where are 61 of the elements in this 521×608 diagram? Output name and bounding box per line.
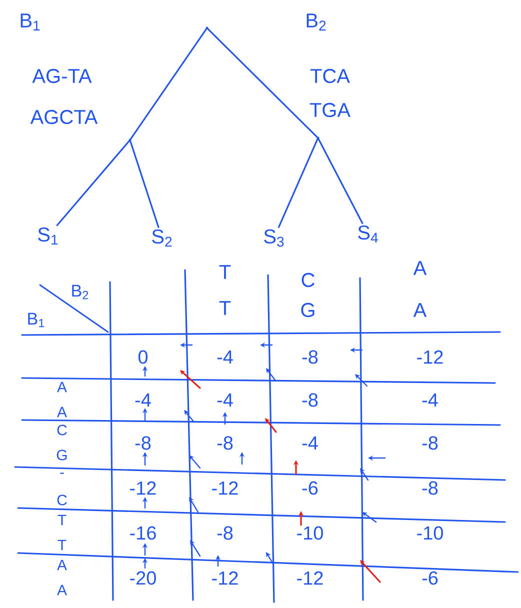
score-cell: -4 [217, 393, 233, 407]
column-header: C [302, 272, 314, 288]
score-cell: -12 [297, 571, 323, 585]
branch-point [128, 138, 132, 142]
branch-point [316, 136, 320, 140]
score-cell: -8 [135, 436, 151, 450]
score-cell: -10 [297, 526, 323, 540]
column-header: A [413, 261, 427, 275]
tree-branch [56, 140, 130, 226]
score-cell: -8 [302, 393, 318, 407]
row-header: - [60, 472, 64, 474]
score-cell: -12 [212, 481, 238, 495]
row-header: G [56, 450, 67, 460]
row-header: T [58, 540, 66, 550]
score-cell: -4 [302, 436, 318, 450]
row-header: C [57, 494, 67, 506]
row-header: A [57, 382, 67, 392]
column-header: T [219, 301, 231, 315]
score-cell: -8 [422, 436, 438, 450]
score-cell: -12 [130, 481, 156, 495]
score-cell: -6 [422, 571, 438, 585]
row-header: C [57, 424, 67, 436]
score-cell: -6 [302, 481, 318, 495]
score-cell: -4 [422, 393, 438, 407]
tree-branch [130, 140, 160, 228]
row-header: A [57, 560, 67, 570]
profile-label: B$_{1}$ [20, 14, 40, 30]
score-cell: -4 [135, 393, 151, 407]
score-cell: -8 [302, 350, 318, 364]
sequence-text: AG-TA [32, 68, 92, 84]
row-header: T [58, 514, 66, 526]
score-cell: 0 [138, 350, 148, 364]
sequence-text: TCA [310, 68, 350, 84]
sequence-text: TGA [310, 102, 351, 118]
score-cell: -16 [130, 526, 156, 540]
tree-branch [130, 28, 207, 140]
profile-label: B$_{2}$ [306, 14, 326, 30]
tree-branch [278, 138, 318, 228]
leaf-label: S$_{3}$ [264, 229, 284, 247]
column-header: A [413, 303, 427, 317]
corner-label: B$_{2}$ [72, 284, 88, 300]
leaf-label: S$_{4}$ [358, 225, 378, 243]
score-cell: -8 [422, 481, 438, 495]
sequence-text: AGCTA [30, 110, 98, 124]
leaf-label: S$_{2}$ [152, 229, 172, 247]
column-header: T [219, 265, 231, 279]
column-header: G [301, 302, 314, 318]
score-cell: -12 [417, 350, 443, 364]
row-header: A [57, 584, 67, 596]
score-cell: -8 [217, 526, 233, 540]
score-cell: -20 [130, 571, 156, 585]
score-cell: -10 [417, 526, 443, 540]
score-cell: -12 [212, 571, 238, 585]
row-header: A [57, 406, 67, 418]
corner-label: B$_{1}$ [28, 312, 44, 328]
score-cell: -4 [217, 350, 233, 364]
score-cell: -8 [217, 436, 233, 450]
leaf-label: S$_{1}$ [38, 227, 58, 245]
branch-point [206, 26, 208, 30]
tree-branch [318, 138, 364, 224]
tree-branch [207, 28, 318, 138]
